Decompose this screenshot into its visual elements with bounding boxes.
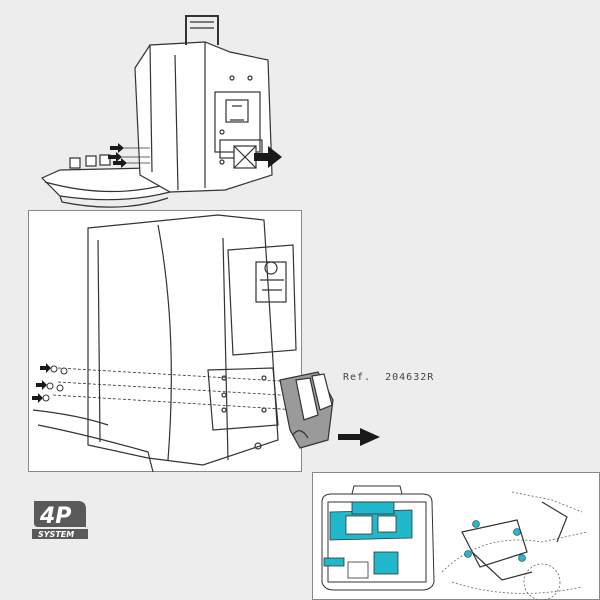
bolt-icon bbox=[108, 143, 127, 168]
4p-system-logo: 4P SYSTEM bbox=[30, 497, 90, 545]
logo-sub-text: SYSTEM bbox=[38, 530, 74, 539]
overview-illustration bbox=[321, 485, 588, 600]
topcase-rack-illustration bbox=[40, 15, 282, 208]
arrow-right-icon bbox=[254, 146, 282, 168]
reference-label: Ref. 204632R bbox=[343, 372, 435, 383]
detail-illustration bbox=[32, 214, 380, 472]
arrow-right-icon bbox=[338, 428, 380, 446]
bolt-icon bbox=[32, 363, 51, 403]
logo-main-text: 4P bbox=[39, 504, 71, 529]
